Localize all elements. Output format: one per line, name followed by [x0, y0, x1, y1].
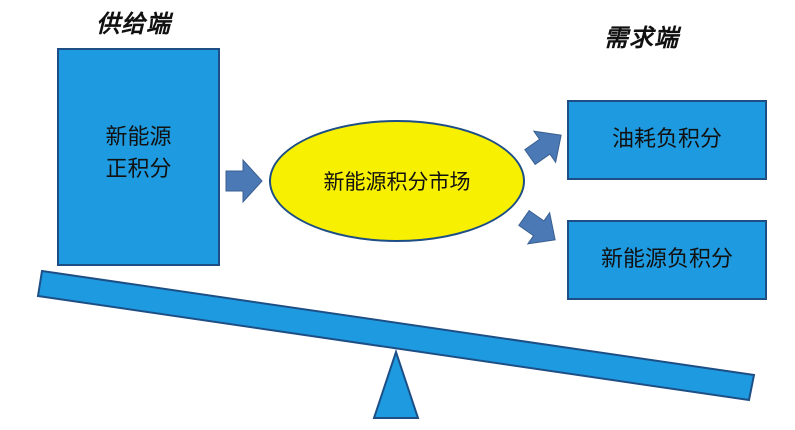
demand-side-heading: 需求端 [604, 24, 679, 52]
supply-box-line1: 新能源 [105, 125, 172, 150]
seesaw-fulcrum [372, 348, 420, 419]
nev-negative-credit-box: 新能源负积分 [567, 220, 767, 300]
market-to-fuel-credit-arrow [524, 130, 562, 166]
credit-market-label: 新能源积分市场 [323, 170, 471, 194]
supply-box-line2: 正积分 [105, 156, 172, 182]
fuel-consumption-negative-credit-box: 油耗负积分 [567, 100, 767, 180]
market-to-nev-credit-arrow [518, 209, 556, 245]
demand-box-1-label: 油耗负积分 [611, 127, 722, 153]
supply-positive-credit-box: 新能源 正积分 [57, 48, 220, 266]
demand-box-2-label: 新能源负积分 [600, 247, 733, 273]
supply-to-market-arrow [225, 158, 263, 204]
supply-side-heading: 供给端 [96, 10, 171, 38]
seesaw-plank [36, 269, 756, 402]
supply-box-text: 新能源 正积分 [105, 122, 171, 186]
credit-market-ellipse: 新能源积分市场 [269, 120, 525, 242]
